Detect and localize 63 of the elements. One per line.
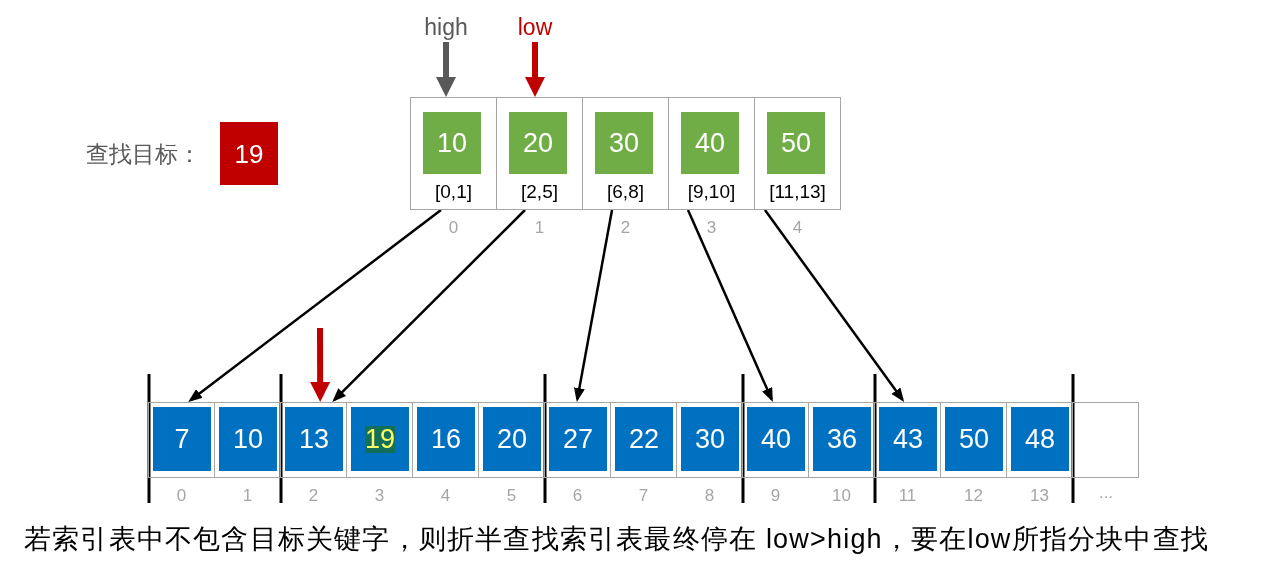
index-number: 1: [242, 487, 253, 504]
index-number: 13: [1030, 487, 1049, 504]
index-cell: [754, 97, 841, 210]
ellipsis-mark: ...: [1098, 484, 1114, 501]
pointer-arrow: [436, 42, 456, 97]
key-box: 20: [509, 112, 567, 174]
target-box: 19: [220, 122, 278, 185]
pointer-arrow: [310, 328, 331, 402]
target-label: 查找目标：: [86, 143, 201, 166]
arrow: [763, 209, 905, 402]
key-box: 10: [423, 112, 481, 174]
index-number: 4: [440, 487, 451, 504]
arrow: [686, 209, 773, 402]
range-text: [11,13]: [769, 182, 826, 201]
index-number: 0: [176, 487, 187, 504]
range-text: [9,10]: [687, 182, 736, 201]
index-number: 10: [832, 487, 851, 504]
index-number: 3: [706, 219, 717, 236]
index-number: 11: [898, 487, 917, 504]
arrow: [188, 209, 442, 402]
pointer-label: low: [512, 12, 558, 42]
index-number: 8: [704, 487, 715, 504]
index-number: 0: [448, 219, 459, 236]
array-cell: 40: [742, 402, 809, 478]
index-number: 3: [374, 487, 385, 504]
index-cell: [410, 97, 497, 210]
index-number: 1: [534, 219, 545, 236]
key-box: 50: [767, 112, 825, 174]
index-number: 2: [308, 487, 319, 504]
caption-text: 若索引表中不包含目标关键字，则折半查找索引表最终停在 low>high，要在low所指分块中查找: [24, 526, 1209, 553]
array-cell: 50: [940, 402, 1007, 478]
pointer-label: high: [420, 12, 472, 42]
key-box: 40: [681, 112, 739, 174]
index-number: 4: [792, 219, 803, 236]
range-text: [0,1]: [435, 182, 472, 201]
array-cell: 7: [148, 402, 215, 478]
index-number: 2: [620, 219, 631, 236]
pointer-arrow: [525, 42, 545, 97]
index-number: 12: [964, 487, 983, 504]
range-text: [6,8]: [607, 182, 644, 201]
array-cell: 16: [412, 402, 479, 478]
index-number: 5: [506, 487, 517, 504]
key-box: 30: [595, 112, 653, 174]
array-cell: 43: [874, 402, 941, 478]
arrow: [332, 209, 526, 402]
index-cell: [582, 97, 669, 210]
array-cell: 19: [346, 402, 413, 478]
arrow: [573, 209, 614, 402]
index-cell: [668, 97, 755, 210]
empty-cell: [1072, 402, 1139, 478]
range-text: [2,5]: [521, 182, 558, 201]
array-cell: 20: [478, 402, 545, 478]
array-cell: 10: [214, 402, 281, 478]
index-number: 9: [770, 487, 781, 504]
array-cell: 36: [808, 402, 875, 478]
array-cell: 13: [280, 402, 347, 478]
index-cell: [496, 97, 583, 210]
array-cell: 30: [676, 402, 743, 478]
array-cell: 48: [1006, 402, 1073, 478]
array-cell: 27: [544, 402, 611, 478]
index-number: 6: [572, 487, 583, 504]
array-cell: 22: [610, 402, 677, 478]
index-number: 7: [638, 487, 649, 504]
